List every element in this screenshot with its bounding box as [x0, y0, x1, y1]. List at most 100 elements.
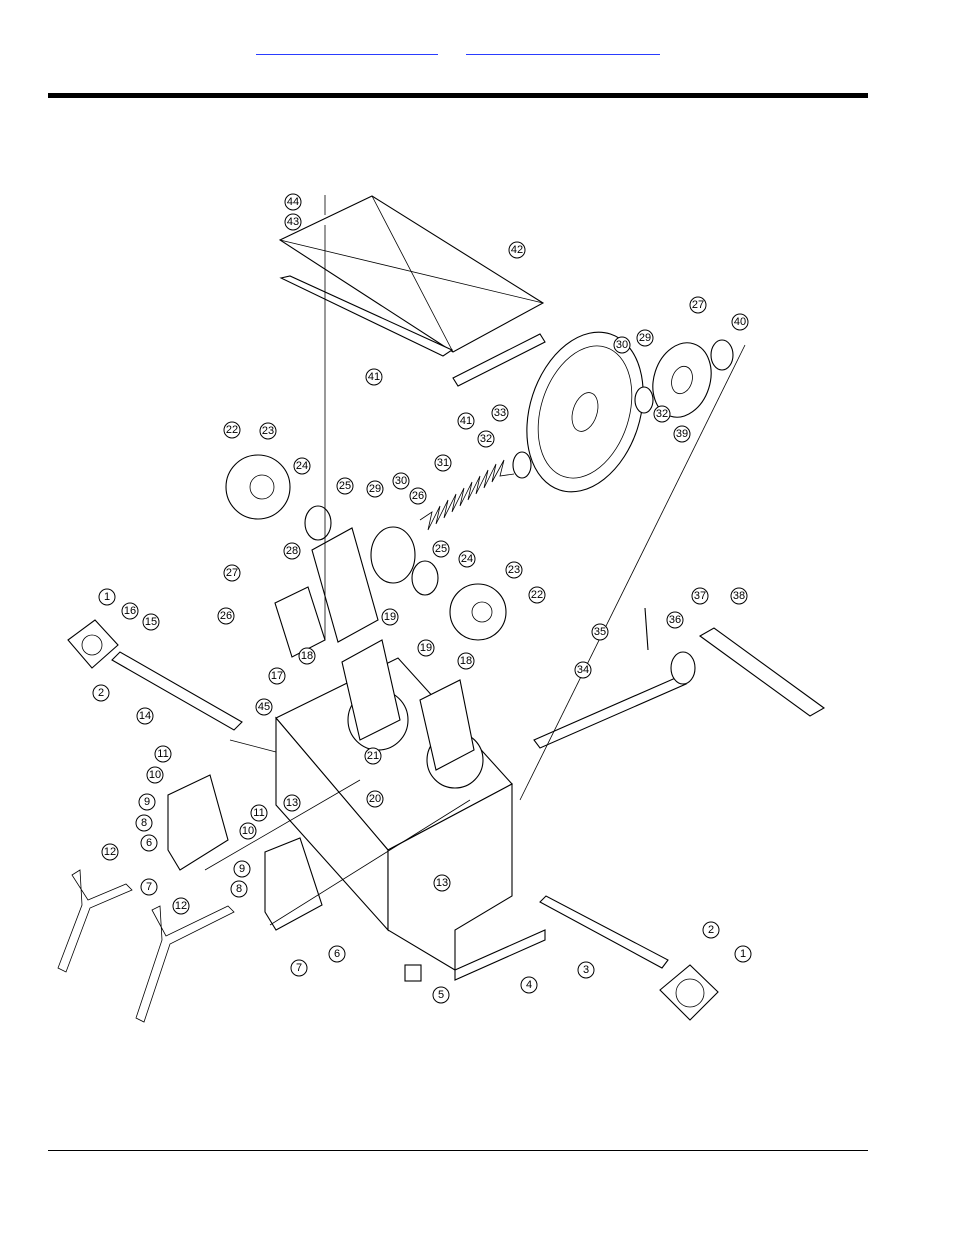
callout-number: 9 [239, 863, 245, 875]
callout-number: 36 [669, 614, 681, 626]
callout-number: 15 [145, 616, 157, 628]
callout-number: 7 [296, 962, 302, 974]
callout-number: 2 [98, 687, 104, 699]
callout: 23 [505, 561, 523, 579]
callout: 19 [417, 639, 435, 657]
callout: 43 [284, 213, 302, 231]
callout-labels: 44 43 42 41 41 27 40 30 29 33 32 32 39 2… [92, 193, 752, 1004]
callout-number: 19 [384, 611, 396, 623]
callout-number: 23 [262, 425, 274, 437]
callout: 45 [255, 698, 273, 716]
callout-number: 1 [104, 591, 110, 603]
callout: 5 [432, 986, 450, 1004]
callout: 2 [702, 921, 720, 939]
callout-number: 9 [144, 796, 150, 808]
callout-number: 11 [253, 807, 264, 819]
callout-number: 45 [258, 701, 270, 713]
callout-number: 18 [301, 650, 313, 662]
callout: 11 [250, 804, 268, 822]
callout: 34 [574, 661, 592, 679]
callout-number: 32 [656, 408, 668, 420]
callout: 20 [366, 790, 384, 808]
callout: 6 [328, 945, 346, 963]
callout-number: 16 [124, 605, 136, 617]
callout-number: 24 [296, 460, 308, 472]
callout-number: 1 [740, 948, 746, 960]
callout: 16 [121, 602, 139, 620]
callout-number: 31 [437, 457, 449, 469]
callout-number: 12 [175, 900, 187, 912]
callout: 2 [92, 684, 110, 702]
callout-number: 26 [220, 610, 232, 622]
callout-number: 20 [369, 793, 381, 805]
callout-number: 43 [287, 216, 299, 228]
callout: 22 [223, 421, 241, 439]
callout: 1 [734, 945, 752, 963]
callout-number: 23 [508, 564, 520, 576]
callout-number: 25 [435, 543, 447, 555]
callout-number: 6 [334, 948, 340, 960]
callout: 27 [689, 296, 707, 314]
callout: 18 [298, 647, 316, 665]
callout-number: 11 [157, 748, 168, 760]
callout: 32 [653, 405, 671, 423]
callout-number: 13 [286, 797, 298, 809]
callout: 32 [477, 430, 495, 448]
callout-number: 41 [460, 415, 472, 427]
callout: 7 [140, 878, 158, 896]
callout-number: 33 [494, 407, 506, 419]
callout: 37 [691, 587, 709, 605]
callout: 24 [293, 457, 311, 475]
callout: 23 [259, 422, 277, 440]
callout: 41 [457, 412, 475, 430]
callout: 38 [730, 587, 748, 605]
callout-number: 29 [369, 483, 381, 495]
callout: 17 [268, 667, 286, 685]
callout: 29 [636, 329, 654, 347]
callout-number: 28 [286, 545, 298, 557]
callout: 7 [290, 959, 308, 977]
callout: 31 [434, 454, 452, 472]
callout-number: 25 [339, 480, 351, 492]
callout: 33 [491, 404, 509, 422]
header-link-2[interactable] [466, 44, 660, 55]
footer-rule [48, 1150, 868, 1151]
callout: 8 [135, 814, 153, 832]
header-rule [48, 93, 868, 98]
callout-number: 8 [236, 883, 242, 895]
callout: 40 [731, 313, 749, 331]
callout-number: 27 [692, 299, 704, 311]
callout-number: 40 [734, 316, 746, 328]
callout-number: 19 [420, 642, 432, 654]
callout: 13 [433, 874, 451, 892]
callout: 6 [140, 834, 158, 852]
callout: 41 [365, 368, 383, 386]
callout-number: 35 [594, 626, 606, 638]
callout-number: 34 [577, 664, 589, 676]
header-link-1[interactable] [256, 44, 438, 55]
callout: 35 [591, 623, 609, 641]
callout-number: 37 [694, 590, 706, 602]
callout-number: 22 [226, 424, 238, 436]
callout-number: 2 [708, 924, 714, 936]
callout-number: 41 [368, 371, 380, 383]
callout: 9 [138, 793, 156, 811]
callout: 9 [233, 860, 251, 878]
callout: 21 [364, 747, 382, 765]
callout: 4 [520, 976, 538, 994]
callout: 10 [146, 766, 164, 784]
callout-number: 29 [639, 332, 651, 344]
callout-number: 30 [616, 339, 628, 351]
callout-number: 7 [146, 881, 152, 893]
callout-number: 18 [460, 655, 472, 667]
callout: 14 [136, 707, 154, 725]
callout: 26 [409, 487, 427, 505]
callout-number: 10 [149, 769, 161, 781]
callout-number: 39 [676, 428, 688, 440]
callout: 30 [613, 336, 631, 354]
callout-number: 4 [526, 979, 532, 991]
callout-number: 3 [583, 964, 589, 976]
callout-number: 12 [104, 846, 116, 858]
callout-number: 13 [436, 877, 448, 889]
leader-lines [204, 225, 746, 926]
